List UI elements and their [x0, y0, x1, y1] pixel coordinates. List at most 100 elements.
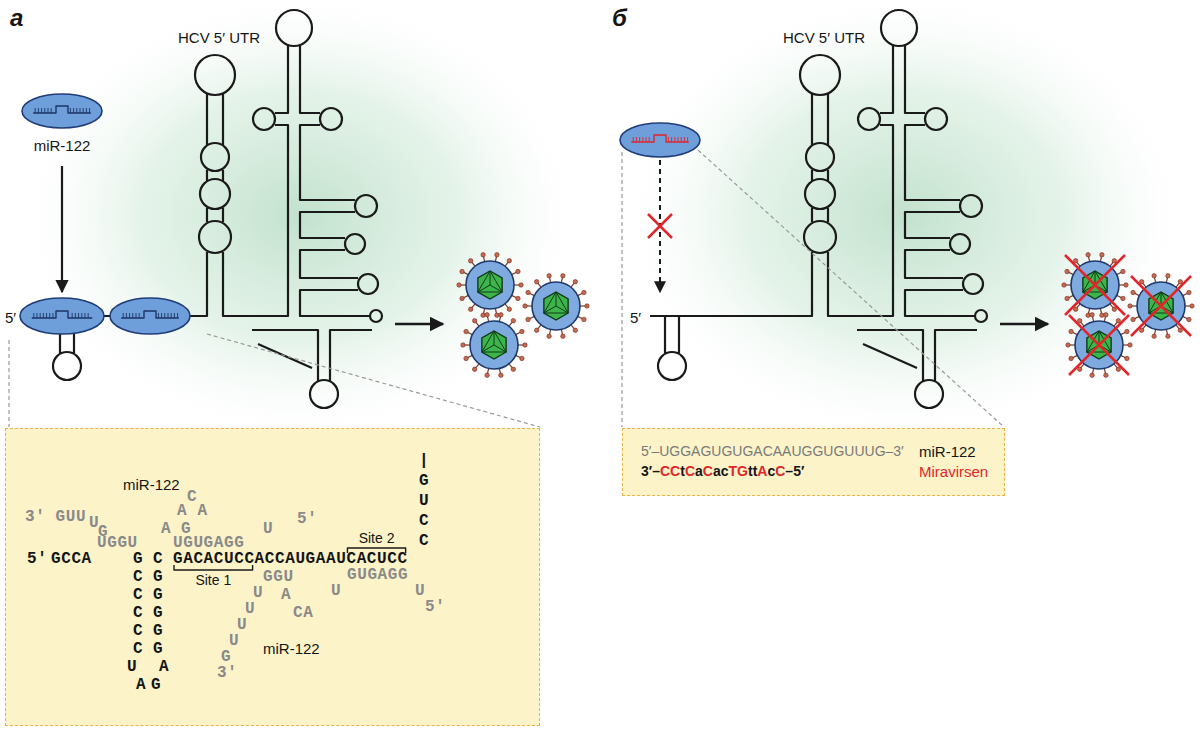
spike-tip [511, 319, 515, 323]
sequence-text: 5′–UGGAGUGUGACAAUGGUGUUUG–3′ [641, 444, 904, 458]
sequence-text: G [153, 587, 163, 603]
base-pair [132, 313, 133, 318]
spike-tip [1187, 317, 1191, 321]
base-pair [158, 313, 159, 318]
base-pair [36, 313, 37, 318]
leader-line [8, 340, 9, 427]
spike-tip [468, 307, 472, 311]
rna-strand [905, 45, 925, 113]
base-letter: A [757, 463, 767, 479]
base-letter: C [660, 463, 670, 479]
spike-tip [1116, 319, 1120, 323]
base-pair [684, 137, 685, 142]
sequence-text: C [153, 551, 163, 567]
arrow [1000, 323, 1048, 326]
rna-strand [222, 208, 224, 222]
base-pair [72, 313, 73, 318]
sequence-text: A [161, 521, 171, 537]
sequence-text: GACACUCCACCAUGAAUCACUCC [173, 551, 408, 567]
spike-tip [1139, 280, 1143, 284]
spike-tip [1069, 356, 1073, 360]
spike-tip [523, 304, 527, 308]
molecule-label: miR-122 [123, 477, 180, 492]
rna-strand [222, 94, 224, 145]
spike-tip [1104, 313, 1108, 317]
spike-tip [460, 296, 464, 300]
spike-tip [1178, 280, 1182, 284]
base-pair [44, 108, 45, 113]
bulge [201, 143, 229, 171]
spike-tip [457, 283, 461, 287]
base-letter: – [785, 463, 793, 479]
virion-envelope [532, 282, 580, 330]
base-pair [49, 313, 50, 318]
rna-loop [950, 234, 970, 254]
sequence-text: C [133, 623, 143, 639]
spike-tip [485, 313, 489, 317]
base-letter: C [703, 463, 713, 479]
spike-tip [1100, 253, 1104, 257]
rna-strand [206, 208, 208, 222]
sequence-text: G [419, 473, 429, 489]
sequence-text: U [127, 659, 137, 675]
spike-tip [507, 307, 511, 311]
rna-strand [650, 252, 812, 316]
capsid [482, 331, 506, 359]
spike-tip [1073, 259, 1077, 263]
spike-tip [1100, 313, 1104, 317]
spike-tip [1116, 367, 1120, 371]
spike-tip [468, 259, 472, 263]
spike-tip [481, 313, 485, 317]
sequence-text: U [89, 515, 99, 531]
site-label: Site 1 [195, 573, 231, 587]
molecule-label: miR-122 [919, 444, 976, 459]
base-pair [681, 137, 682, 142]
spike-tip [1121, 269, 1125, 273]
panel-letter: б [612, 6, 627, 30]
spike-tip [499, 373, 503, 377]
spike-tip [585, 304, 589, 308]
sequence-text: G [153, 623, 163, 639]
end-label: 5′ [630, 310, 641, 325]
spike-tip [1112, 259, 1116, 263]
rna-strand [811, 94, 813, 145]
capsid [544, 292, 568, 320]
base-pair [41, 108, 42, 113]
spike-tip [1131, 317, 1135, 321]
sequence-text: UGUGAGG [173, 535, 244, 551]
spike-tip [1077, 319, 1081, 323]
base-pair [123, 313, 124, 318]
spike-tip [534, 280, 538, 284]
sequence-text: G [221, 649, 231, 665]
rna-loop [358, 274, 378, 294]
cross-mark [648, 214, 672, 238]
rna-loop [370, 310, 382, 322]
spike-tip [1077, 367, 1081, 371]
rna-loop [925, 108, 947, 130]
spike-tip [1090, 373, 1094, 377]
base-pair [51, 108, 52, 113]
base-pair [639, 137, 640, 142]
rna-loop [960, 195, 982, 217]
spike-tip [1152, 274, 1156, 278]
spike-tip [495, 253, 499, 257]
base-pair [40, 313, 41, 318]
base-pair [636, 137, 637, 142]
rna-strand [300, 45, 320, 113]
base-letter: a [695, 463, 703, 479]
sequence-text: G [151, 677, 161, 693]
cross-mark [1065, 255, 1125, 315]
base-pair [687, 137, 688, 142]
rna-strand [275, 45, 288, 113]
spike-tip [495, 313, 499, 317]
oval-shape [20, 92, 104, 130]
rna-loop [658, 352, 686, 380]
spike-tip [507, 259, 511, 263]
sequence-text: CA [293, 605, 313, 621]
rna-duplex [32, 311, 92, 318]
capsid-edge [478, 271, 502, 292]
spike-tip [1125, 356, 1129, 360]
spike-tip [1069, 329, 1073, 333]
rna-strand [935, 330, 977, 381]
spike-tip [561, 334, 565, 338]
